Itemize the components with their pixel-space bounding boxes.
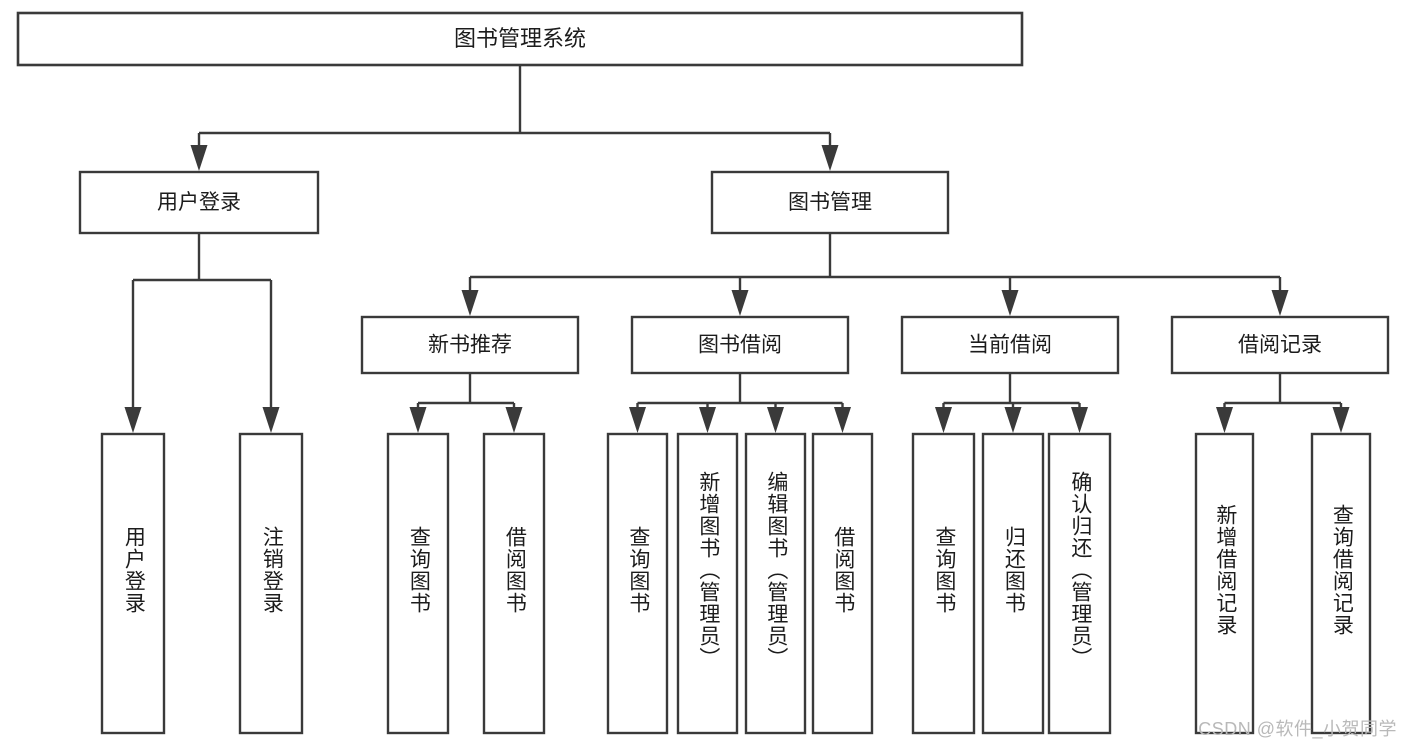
arrow-head-leaf-user-login xyxy=(124,407,142,433)
node-box-leaf-borrow-book-2[interactable] xyxy=(811,432,874,735)
node-label-new-book: 新书推荐 xyxy=(428,334,512,357)
arrow-head-leaf-borrow-book-2 xyxy=(834,407,851,433)
arrow-head-leaf-return-book xyxy=(1004,407,1022,433)
node-box-leaf-user-login[interactable] xyxy=(100,432,166,735)
arrow-head-book-manage xyxy=(821,145,839,171)
node-label-borrow: 图书借阅 xyxy=(698,334,782,357)
node-box-leaf-query-book-2[interactable] xyxy=(606,432,669,735)
node-box-borrow-record[interactable] xyxy=(1170,315,1390,375)
node-box-leaf-confirm-return[interactable] xyxy=(1047,432,1112,735)
node-label-login: 用户登录 xyxy=(157,191,241,214)
arrow-head-borrow-record xyxy=(1271,290,1289,316)
arrow-head-leaf-query-record xyxy=(1332,407,1350,433)
node-box-login[interactable] xyxy=(78,170,320,235)
node-box-leaf-add-record[interactable] xyxy=(1194,432,1255,735)
node-box-leaf-add-book[interactable] xyxy=(676,432,739,735)
arrow-head-leaf-add-record xyxy=(1216,407,1233,433)
arrow-head-leaf-add-book xyxy=(699,407,716,433)
node-box-leaf-query-book-1[interactable] xyxy=(386,432,450,735)
node-box-leaf-edit-book[interactable] xyxy=(744,432,807,735)
csdn-watermark: CSDN @软件_小贺同学 xyxy=(1198,719,1397,739)
node-box-leaf-logout[interactable] xyxy=(238,432,304,735)
arrow-head-leaf-edit-book xyxy=(767,407,784,433)
arrow-head-borrow xyxy=(731,290,749,316)
node-box-borrow[interactable] xyxy=(630,315,850,375)
node-label-book-manage: 图书管理 xyxy=(788,191,872,214)
connector-layer xyxy=(124,65,1350,433)
node-box-new-book[interactable] xyxy=(360,315,580,375)
arrow-head-leaf-borrow-book-1 xyxy=(505,407,523,433)
arrow-head-login xyxy=(190,145,208,171)
arrow-head-leaf-query-book-1 xyxy=(409,407,427,433)
node-box-leaf-return-book[interactable] xyxy=(981,432,1045,735)
arrow-head-leaf-logout xyxy=(262,407,280,433)
arrow-head-current-borrow xyxy=(1001,290,1019,316)
arrow-head-leaf-query-book-2 xyxy=(629,407,646,433)
node-label-current-borrow: 当前借阅 xyxy=(968,334,1052,357)
node-box-book-manage[interactable] xyxy=(710,170,950,235)
arrow-head-leaf-query-book-3 xyxy=(935,407,952,433)
node-label-root: 图书管理系统 xyxy=(454,26,586,51)
node-box-leaf-borrow-book-1[interactable] xyxy=(482,432,546,735)
node-box-leaf-query-record[interactable] xyxy=(1310,432,1372,735)
node-box-leaf-query-book-3[interactable] xyxy=(911,432,976,735)
node-label-borrow-record: 借阅记录 xyxy=(1238,334,1322,357)
node-box-layer xyxy=(16,11,1390,735)
arrow-head-leaf-confirm-return xyxy=(1071,407,1088,433)
arrow-head-new-book xyxy=(461,290,479,316)
node-box-root[interactable] xyxy=(16,11,1024,67)
node-box-current-borrow[interactable] xyxy=(900,315,1120,375)
